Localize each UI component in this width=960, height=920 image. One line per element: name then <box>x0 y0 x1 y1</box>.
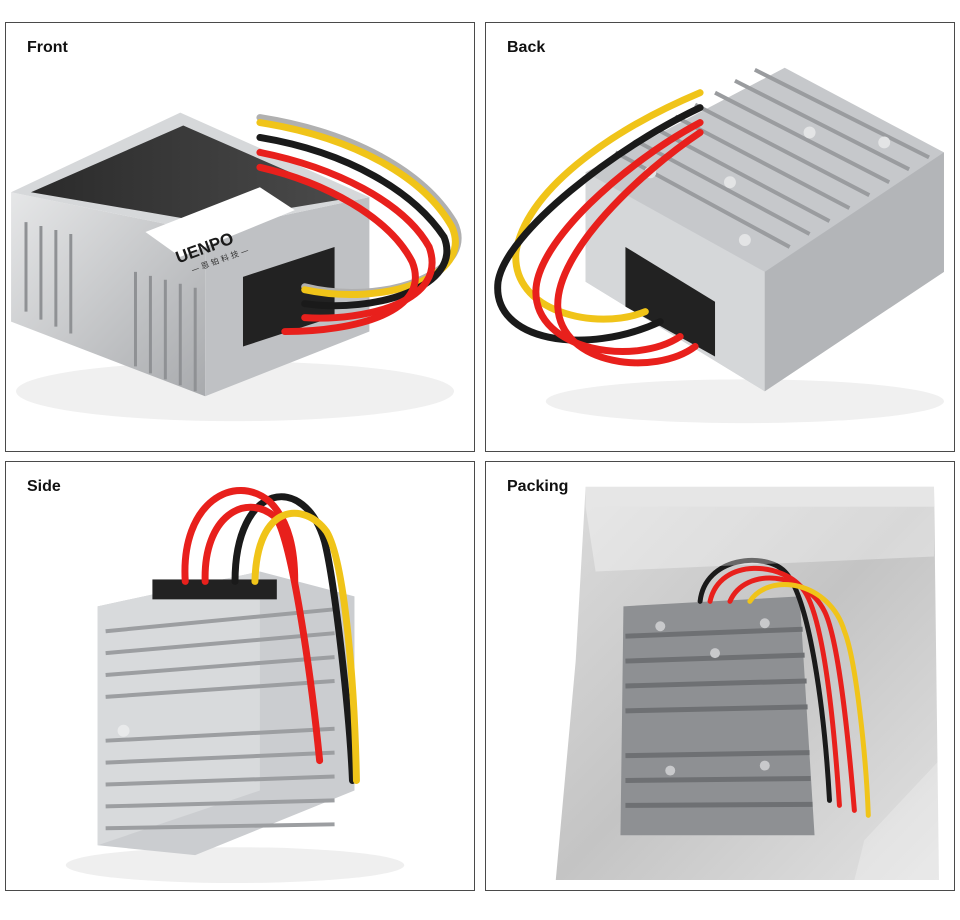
panel-label: Side <box>27 478 61 495</box>
converter-front-photo: UENPO — 恩 铂 科 技 — <box>11 112 462 422</box>
panel-label: Back <box>507 39 546 56</box>
converter-side-photo <box>65 487 405 884</box>
panel-label: Packing <box>507 478 569 495</box>
panel-back: Back <box>485 22 955 452</box>
panel-side: Side <box>5 461 475 891</box>
converter-in-bag-photo <box>555 486 939 881</box>
panel-front: Front UEN <box>5 22 475 452</box>
converter-back-photo <box>494 67 944 424</box>
panel-packing: Packing <box>485 461 955 891</box>
panel-label: Front <box>27 39 68 56</box>
